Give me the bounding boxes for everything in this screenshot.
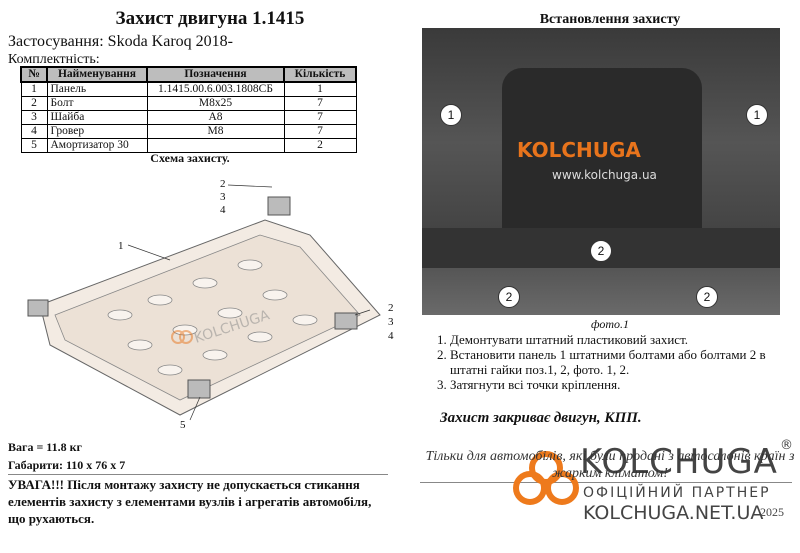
table-cell: 1.1415.00.6.003.1808СБ [146,81,285,97]
date: 2025 [760,505,784,519]
weight: Вага = 11.8 кг [8,440,82,454]
table-cell: Амортизатор 30 [46,138,148,153]
photo-label: 2 [696,286,718,308]
diagram-label: 1 [118,240,124,252]
application: Застосування: Skoda Karoq 2018- [8,33,233,50]
table-cell: M8x25 [146,96,285,111]
divider [8,474,388,475]
table-cell: M8 [146,124,285,139]
photo-label: 2 [590,240,612,262]
col-header: Позначення [146,66,285,83]
table-cell: Болт [46,96,148,111]
table-cell: 2 [20,96,48,111]
table-cell: 4 [20,124,48,139]
photo-watermark-url: www.kolchuga.ua [552,168,657,182]
logo-site: KOLCHUGA.NET.UA [583,502,764,524]
photo-label: 2 [498,286,520,308]
table-cell: 7 [283,110,357,125]
table-cell: 7 [283,124,357,139]
photo-label: 1 [746,104,768,126]
climate-note: Тільки для автомобілів, які були продані… [425,449,795,481]
diagram-label: 3 [220,191,226,203]
logo-partner: ОФІЦІЙНИЙ ПАРТНЕР [583,485,771,501]
col-header: № [20,66,48,83]
table-cell: 3 [20,110,48,125]
dimensions: Габарити: 110 х 76 х 7 [8,458,126,472]
table-cell: A8 [146,110,285,125]
table-cell: 1 [20,81,48,97]
diagram-label: 3 [388,316,394,328]
divider [420,482,792,483]
table-cell: Гровер [46,124,148,139]
photo-caption: фото.1 [590,317,630,331]
completeness-label: Комплектність: [8,52,100,67]
step: Демонтувати штатний пластиковий захист. [450,332,792,347]
diagram-label: 4 [220,204,226,216]
table-cell: 1 [283,81,357,97]
table-cell: 7 [283,96,357,111]
engine-photo: KOLCHUGA www.kolchuga.ua 1 1 2 2 2 [422,28,780,315]
photo-label: 1 [440,104,462,126]
document-title: Захист двигуна 1.1415 [115,8,305,29]
table-cell: Шайба [46,110,148,125]
table-cell: 2 [283,138,357,153]
diagram-label: 5 [180,419,186,431]
rings-icon [513,451,579,505]
diagram-label: 2 [220,178,226,190]
table-cell: Панель [46,81,148,97]
logo-brand: KOLCHUGA [580,442,778,482]
logo-reg: ® [780,438,793,453]
col-header: Кількість [283,66,357,83]
diagram-label: 4 [388,330,394,342]
warning: УВАГА!!! Після монтажу захисту не допуск… [8,477,372,526]
step: Встановити панель 1 штатними болтами або… [450,347,792,377]
step: Затягнути всі точки кріплення. [450,377,792,392]
install-steps: Демонтувати штатний пластиковий захист. … [422,332,792,392]
diagram-label: 2 [388,302,394,314]
photo-watermark: KOLCHUGA [517,138,641,162]
install-title: Встановлення захисту [539,12,681,27]
coverage-note: Захист закриває двигун, КПП. [440,410,642,426]
col-header: Найменування [46,66,148,83]
protection-diagram: 1 2 3 4 2 3 4 5 KOLCHUGA [27,178,394,431]
engine-block [502,68,702,248]
schema-title: Схема захисту. [150,151,230,165]
kolchuga-logo: KOLCHUGA ® ОФІЦІЙНИЙ ПАРТНЕР KOLCHUGA.NE… [508,438,798,530]
